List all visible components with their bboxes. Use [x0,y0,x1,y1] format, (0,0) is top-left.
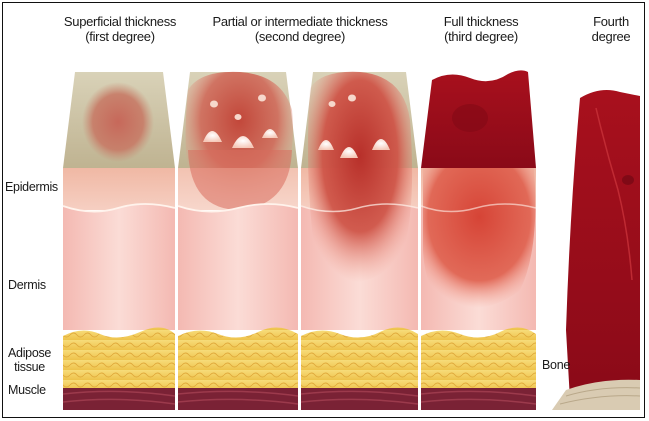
dermis-1 [63,204,175,330]
header-second-degree: Partial or intermediate thickness (secon… [200,14,400,44]
header-fourth-degree: Fourth degree [586,14,636,44]
blister [329,101,336,107]
header-third-degree: Full thickness (third degree) [436,14,526,44]
header-third-degree-line2: (third degree) [436,29,526,44]
column-second-degree-b [301,72,418,410]
adipose-2 [178,327,298,388]
blister [258,95,266,102]
label-bone: Bone [542,358,570,372]
burn-area-1 [82,82,154,162]
blister [235,114,242,120]
dermis-2 [178,204,298,330]
burn-area-4 [423,168,535,308]
header-fourth-degree-line2: degree [586,29,636,44]
column-first-degree [63,72,175,410]
label-muscle: Muscle [8,383,46,397]
header-first-degree-line2: (first degree) [60,29,180,44]
column-third-degree [421,70,536,410]
epidermis-1 [63,168,175,210]
adipose-3 [301,327,418,388]
header-second-degree-line2: (second degree) [200,29,400,44]
label-adipose-tissue: Adipose tissue [8,346,51,374]
header-first-degree-line1: Superficial thickness [60,14,180,29]
label-dermis: Dermis [8,278,46,292]
bone-5 [552,380,640,410]
adipose-1 [63,327,175,388]
header-first-degree: Superficial thickness (first degree) [60,14,180,44]
header-third-degree-line1: Full thickness [436,14,526,29]
header-second-degree-line1: Partial or intermediate thickness [200,14,400,29]
label-epidermis: Epidermis [5,180,58,194]
blister [348,95,356,102]
blister [210,101,218,108]
burn-area-3 [308,72,412,282]
column-second-degree-a [178,72,298,410]
header-fourth-degree-line1: Fourth [586,14,636,29]
adipose-4 [421,327,536,388]
